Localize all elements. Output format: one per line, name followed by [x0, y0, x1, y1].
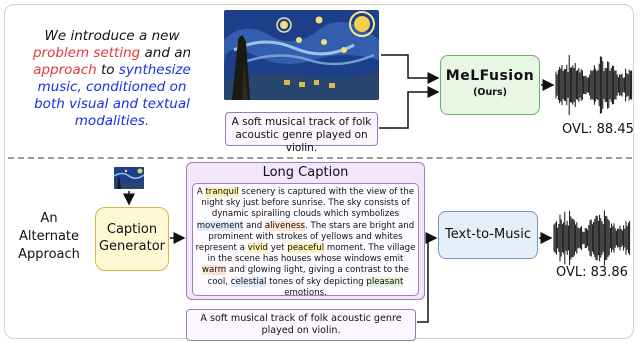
intro-part: We introduce a new: [44, 28, 180, 44]
ovl-score-top: OVL: 88.45: [562, 122, 634, 137]
text-prompt-box-bottom: A soft musical track of folk acoustic ge…: [186, 309, 416, 341]
keyword-highlight: aliveness: [264, 220, 305, 231]
arrow-bottom-prompt-to-t2m: [417, 238, 429, 323]
text-prompt-box: A soft musical track of folk acoustic ge…: [225, 112, 378, 154]
intro-part: to: [101, 62, 115, 78]
starry-night-thumbnail: [114, 167, 144, 189]
keyword-highlight: movement: [196, 220, 244, 231]
intro-part: and an: [144, 45, 192, 61]
intro-text: We introduce a new problem setting and a…: [22, 28, 202, 130]
long-caption-text: A tranquil scenery is captured with the …: [192, 183, 419, 298]
melfusion-model-box: MeLFusion (Ours): [440, 55, 540, 115]
alternate-approach-label: An Alternate Approach: [18, 211, 80, 262]
section-divider: [8, 157, 632, 159]
audio-waveform-top: [555, 54, 633, 116]
keyword-highlight: pleasant: [366, 276, 404, 287]
keyword-highlight: vivid: [247, 243, 269, 254]
melfusion-title: MeLFusion: [445, 68, 535, 84]
intro-highlight-approach: approach: [33, 62, 97, 78]
keyword-highlight: tranquil: [205, 187, 239, 197]
intro-highlight-modalities: modalities.: [74, 113, 150, 129]
long-caption-panel: Long Caption A tranquil scenery is captu…: [186, 162, 425, 300]
long-caption-title: Long Caption: [262, 165, 349, 180]
intro-highlight-problem: problem setting: [32, 45, 141, 61]
keyword-highlight: peaceful: [287, 243, 325, 254]
text-to-music-box: Text-to-Music: [438, 211, 538, 259]
starry-night-image: [224, 10, 379, 100]
arrow-prompt-to-melfusion: [379, 86, 440, 129]
caption-generator-box: Caption Generator: [95, 207, 169, 271]
ovl-score-bottom: OVL: 83.86: [556, 265, 628, 280]
keyword-highlight: warm: [202, 265, 227, 276]
melfusion-subtitle: (Ours): [473, 87, 507, 98]
arrow-image-to-melfusion: [381, 54, 440, 84]
audio-waveform-bottom: [553, 210, 631, 266]
intro-highlight-synthesize: synthesize music, conditioned on both vi…: [34, 62, 191, 112]
keyword-highlight: celestial: [230, 276, 267, 287]
